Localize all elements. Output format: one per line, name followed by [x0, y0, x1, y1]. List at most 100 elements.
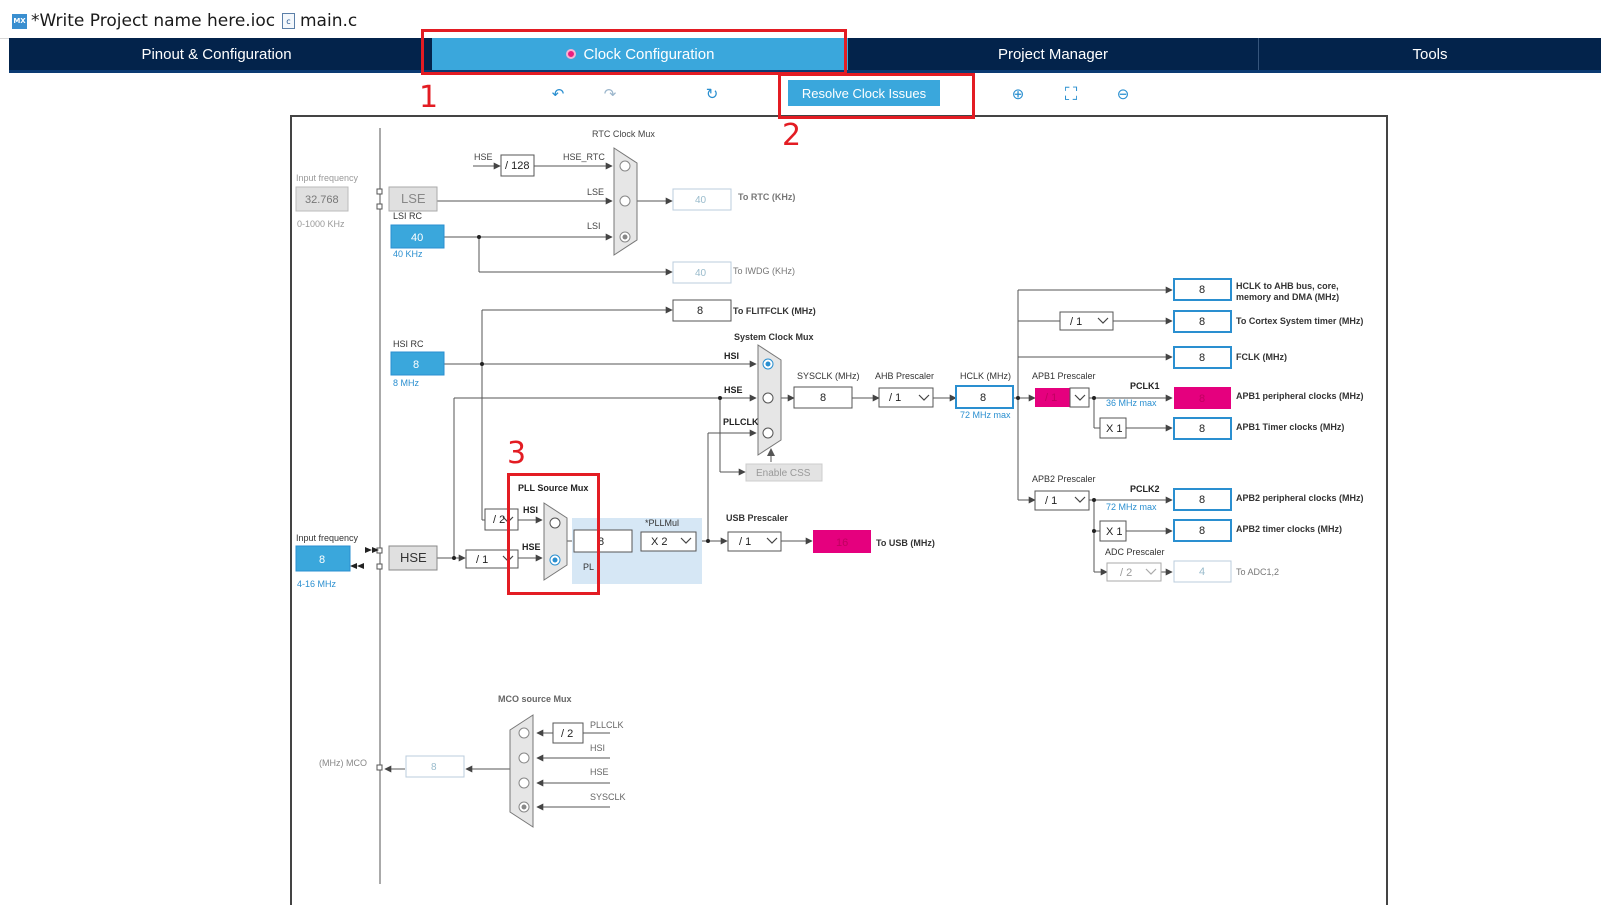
ahb-prescaler-select[interactable]: [878, 387, 934, 408]
tab-label: Project Manager: [997, 45, 1109, 63]
rtc-clock-mux-label: RTC Clock Mux: [592, 129, 655, 139]
mco-value: 8: [431, 762, 437, 773]
label: To ADC1,2: [1236, 567, 1279, 577]
label: HSE: [724, 385, 743, 395]
annotation-number-2: 2: [782, 118, 802, 153]
tab-separator: [1258, 38, 1259, 70]
rtc-value: 40: [695, 195, 707, 206]
label: LSE: [587, 187, 604, 197]
pllmul-value: X 2: [651, 536, 668, 548]
apb2-value: / 1: [1045, 495, 1057, 507]
label: memory and DMA (MHz): [1236, 292, 1339, 302]
tab-pinout-configuration[interactable]: Pinout & Configuration: [9, 38, 424, 70]
main-tab-bar: Pinout & Configuration Clock Configurati…: [9, 38, 1601, 73]
tab-label: Tools: [1412, 45, 1448, 63]
cortex-div-value: / 1: [1070, 316, 1082, 328]
flitfclk-value: 8: [697, 305, 703, 317]
annotation-number-1: 1: [419, 80, 439, 115]
label: To FLITFCLK (MHz): [733, 306, 816, 316]
label: X 1: [1106, 526, 1123, 538]
label: HSE_RTC: [563, 152, 605, 162]
hclk-input[interactable]: [955, 385, 1014, 409]
tab-tools[interactable]: Tools: [1259, 38, 1601, 70]
resolve-clock-issues-button[interactable]: Resolve Clock Issues: [788, 80, 940, 106]
zoom-in-icon[interactable]: ⊕: [1011, 86, 1025, 103]
label: To Cortex System timer (MHz): [1236, 316, 1363, 326]
hsi-value: 8: [413, 359, 419, 371]
tab-clock-configuration[interactable]: Clock Configuration: [432, 38, 848, 70]
label: AHB Prescaler: [875, 371, 934, 381]
label: To IWDG (KHz): [733, 266, 795, 276]
zoom-out-icon[interactable]: ⊖: [1116, 86, 1130, 103]
out-cortex-value: 8: [1199, 316, 1205, 328]
enable-css-button[interactable]: [745, 463, 823, 482]
tab-label: Pinout & Configuration: [141, 45, 292, 63]
c-file-icon: c: [282, 13, 295, 29]
label: SYSCLK: [590, 792, 626, 802]
annotation-box-2: [778, 73, 975, 119]
label: APB1 Prescaler: [1032, 371, 1096, 381]
label: APB1 Timer clocks (MHz): [1236, 422, 1344, 432]
fit-icon[interactable]: ⛶: [1064, 83, 1078, 104]
lse-freq-value: 32.768: [305, 194, 339, 206]
label: / 128: [505, 160, 529, 172]
out-hclk-value: 8: [1199, 284, 1205, 296]
editor-tab-main-c[interactable]: c main.c: [282, 8, 357, 34]
label: / 2: [561, 728, 573, 740]
label: To USB (MHz): [876, 538, 935, 548]
label: HSE: [522, 542, 541, 552]
usb-prescaler-select[interactable]: [727, 531, 782, 552]
undo-icon[interactable]: ↶: [551, 86, 565, 103]
sysclk-value: 8: [820, 392, 826, 404]
label: HSE: [474, 152, 493, 162]
pllmul-select[interactable]: [640, 531, 697, 552]
mco-source-mux-label: MCO source Mux: [498, 694, 572, 704]
label: Input frequency: [296, 173, 359, 183]
out-apb1-timer-value: 8: [1199, 423, 1205, 435]
refresh-icon[interactable]: ↻: [705, 86, 719, 103]
annotation-number-3: 3: [507, 436, 527, 471]
label: PLLCLK: [723, 417, 759, 427]
label: HSI RC: [393, 339, 424, 349]
label: LSI RC: [393, 211, 423, 221]
annotation-box-1: [421, 29, 847, 75]
adc-value: / 2: [1120, 567, 1132, 579]
lse-input-frequency[interactable]: [295, 186, 349, 212]
editor-tab-label: main.c: [300, 11, 358, 31]
editor-tab-bar: MX *Write Project name here.ioc ✕ c main…: [0, 0, 1601, 39]
usb-out-value: 16: [836, 537, 848, 549]
label: 4-16 MHz: [297, 579, 337, 589]
label: / 1: [476, 554, 488, 566]
lse-block-label: LSE: [401, 191, 426, 206]
label: APB2 Prescaler: [1032, 474, 1096, 484]
label: 72 MHz max: [1106, 502, 1157, 512]
label: PL: [583, 562, 594, 572]
label: SYSCLK (MHz): [797, 371, 860, 381]
lsi-value: 40: [411, 232, 423, 244]
label: APB2 peripheral clocks (MHz): [1236, 493, 1364, 503]
label: HSE: [590, 767, 609, 777]
mco-source-mux[interactable]: [509, 714, 534, 828]
hse-freq-value: 8: [319, 554, 325, 566]
out-apb2-timer-value: 8: [1199, 525, 1205, 537]
mx-file-icon: MX: [12, 13, 27, 29]
label: 40 KHz: [393, 249, 423, 259]
label: 36 MHz max: [1106, 398, 1157, 408]
label: / 2: [493, 514, 505, 526]
label: Input frequency: [296, 533, 359, 543]
label: HSI: [523, 505, 538, 515]
ahb-value: / 1: [889, 392, 901, 404]
label: (MHz) MCO: [319, 758, 367, 768]
redo-icon[interactable]: ↷: [603, 86, 617, 103]
label: HSI: [590, 743, 605, 753]
label: APB1 peripheral clocks (MHz): [1236, 391, 1364, 401]
label: HSI: [724, 351, 739, 361]
tab-project-manager[interactable]: Project Manager: [848, 38, 1258, 70]
label: X 1: [1106, 423, 1123, 435]
usb-value: / 1: [739, 536, 751, 548]
hclk-value: 8: [980, 392, 986, 404]
pll-value: 8: [598, 536, 604, 548]
label: HCLK (MHz): [960, 371, 1011, 381]
label: To RTC (KHz): [738, 192, 795, 202]
